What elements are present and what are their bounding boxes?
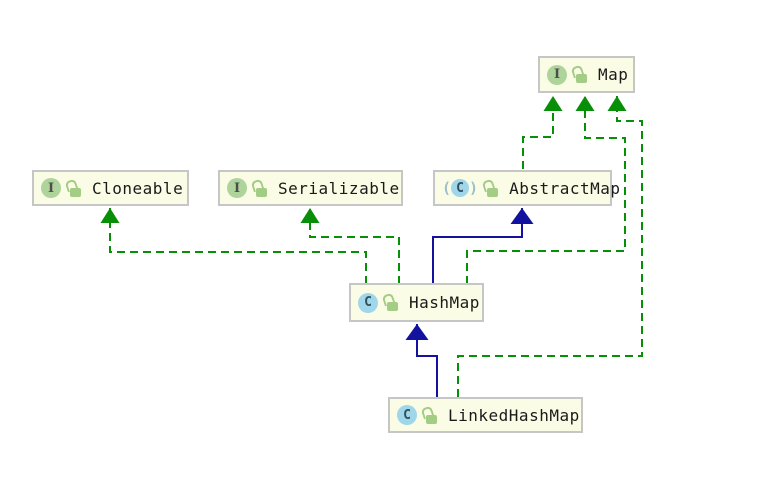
edge-LinkedHashMap-extends-HashMap <box>405 324 438 397</box>
node-map[interactable]: I Map <box>538 56 635 93</box>
edge-HashMap-extends-AbstractMap <box>432 208 534 284</box>
node-label: Cloneable <box>92 178 184 198</box>
edge-HashMap-implements-Map <box>466 96 626 284</box>
node-cloneable[interactable]: I Cloneable <box>32 170 189 206</box>
abstract-paren: ) <box>469 178 479 197</box>
node-label: AbstractMap <box>509 178 621 198</box>
edge-AbstractMap-implements-Map <box>522 96 563 169</box>
unlocked-padlock-icon <box>483 180 499 197</box>
triangle-arrowhead <box>607 96 627 111</box>
triangle-arrowhead <box>510 208 534 224</box>
edge-HashMap-implements-Cloneable <box>100 208 367 284</box>
interface-icon-letter: I <box>233 180 241 196</box>
triangle-arrowhead <box>100 208 120 223</box>
edge-HashMap-implements-Serializable <box>300 208 400 284</box>
class-icon-letter: C <box>364 295 372 310</box>
triangle-arrowhead <box>575 96 595 111</box>
node-label: HashMap <box>409 293 480 312</box>
edge-LinkedHashMap-implements-Map <box>457 96 643 397</box>
unlocked-padlock-icon <box>572 66 588 83</box>
class-icon: C <box>358 292 378 313</box>
triangle-arrowhead <box>300 208 320 223</box>
interface-icon: I <box>547 64 567 85</box>
node-linkedhashmap[interactable]: C LinkedHashMap <box>388 397 583 433</box>
node-hashmap[interactable]: C HashMap <box>349 283 484 322</box>
interface-icon: I <box>41 178 61 198</box>
class-icon-letter: C <box>403 407 411 423</box>
unlocked-padlock-icon <box>252 180 268 197</box>
interface-icon-letter: I <box>553 67 561 82</box>
node-serializable[interactable]: I Serializable <box>218 170 403 206</box>
class-icon-letter: C <box>456 180 464 196</box>
node-label: Serializable <box>278 178 400 198</box>
node-label: Map <box>598 65 629 84</box>
node-abstractmap[interactable]: (C) AbstractMap <box>433 170 620 206</box>
interface-icon-letter: I <box>47 180 55 196</box>
class-icon: C <box>397 405 417 425</box>
abstract-paren: ( <box>442 178 452 197</box>
triangle-arrowhead <box>405 324 429 340</box>
unlocked-padlock-icon <box>422 407 438 424</box>
triangle-arrowhead <box>543 96 563 111</box>
abstract-class-icon: (C) <box>442 179 478 197</box>
unlocked-padlock-icon <box>383 294 399 311</box>
node-label: LinkedHashMap <box>448 405 580 425</box>
unlocked-padlock-icon <box>66 180 82 197</box>
interface-icon: I <box>227 178 247 198</box>
